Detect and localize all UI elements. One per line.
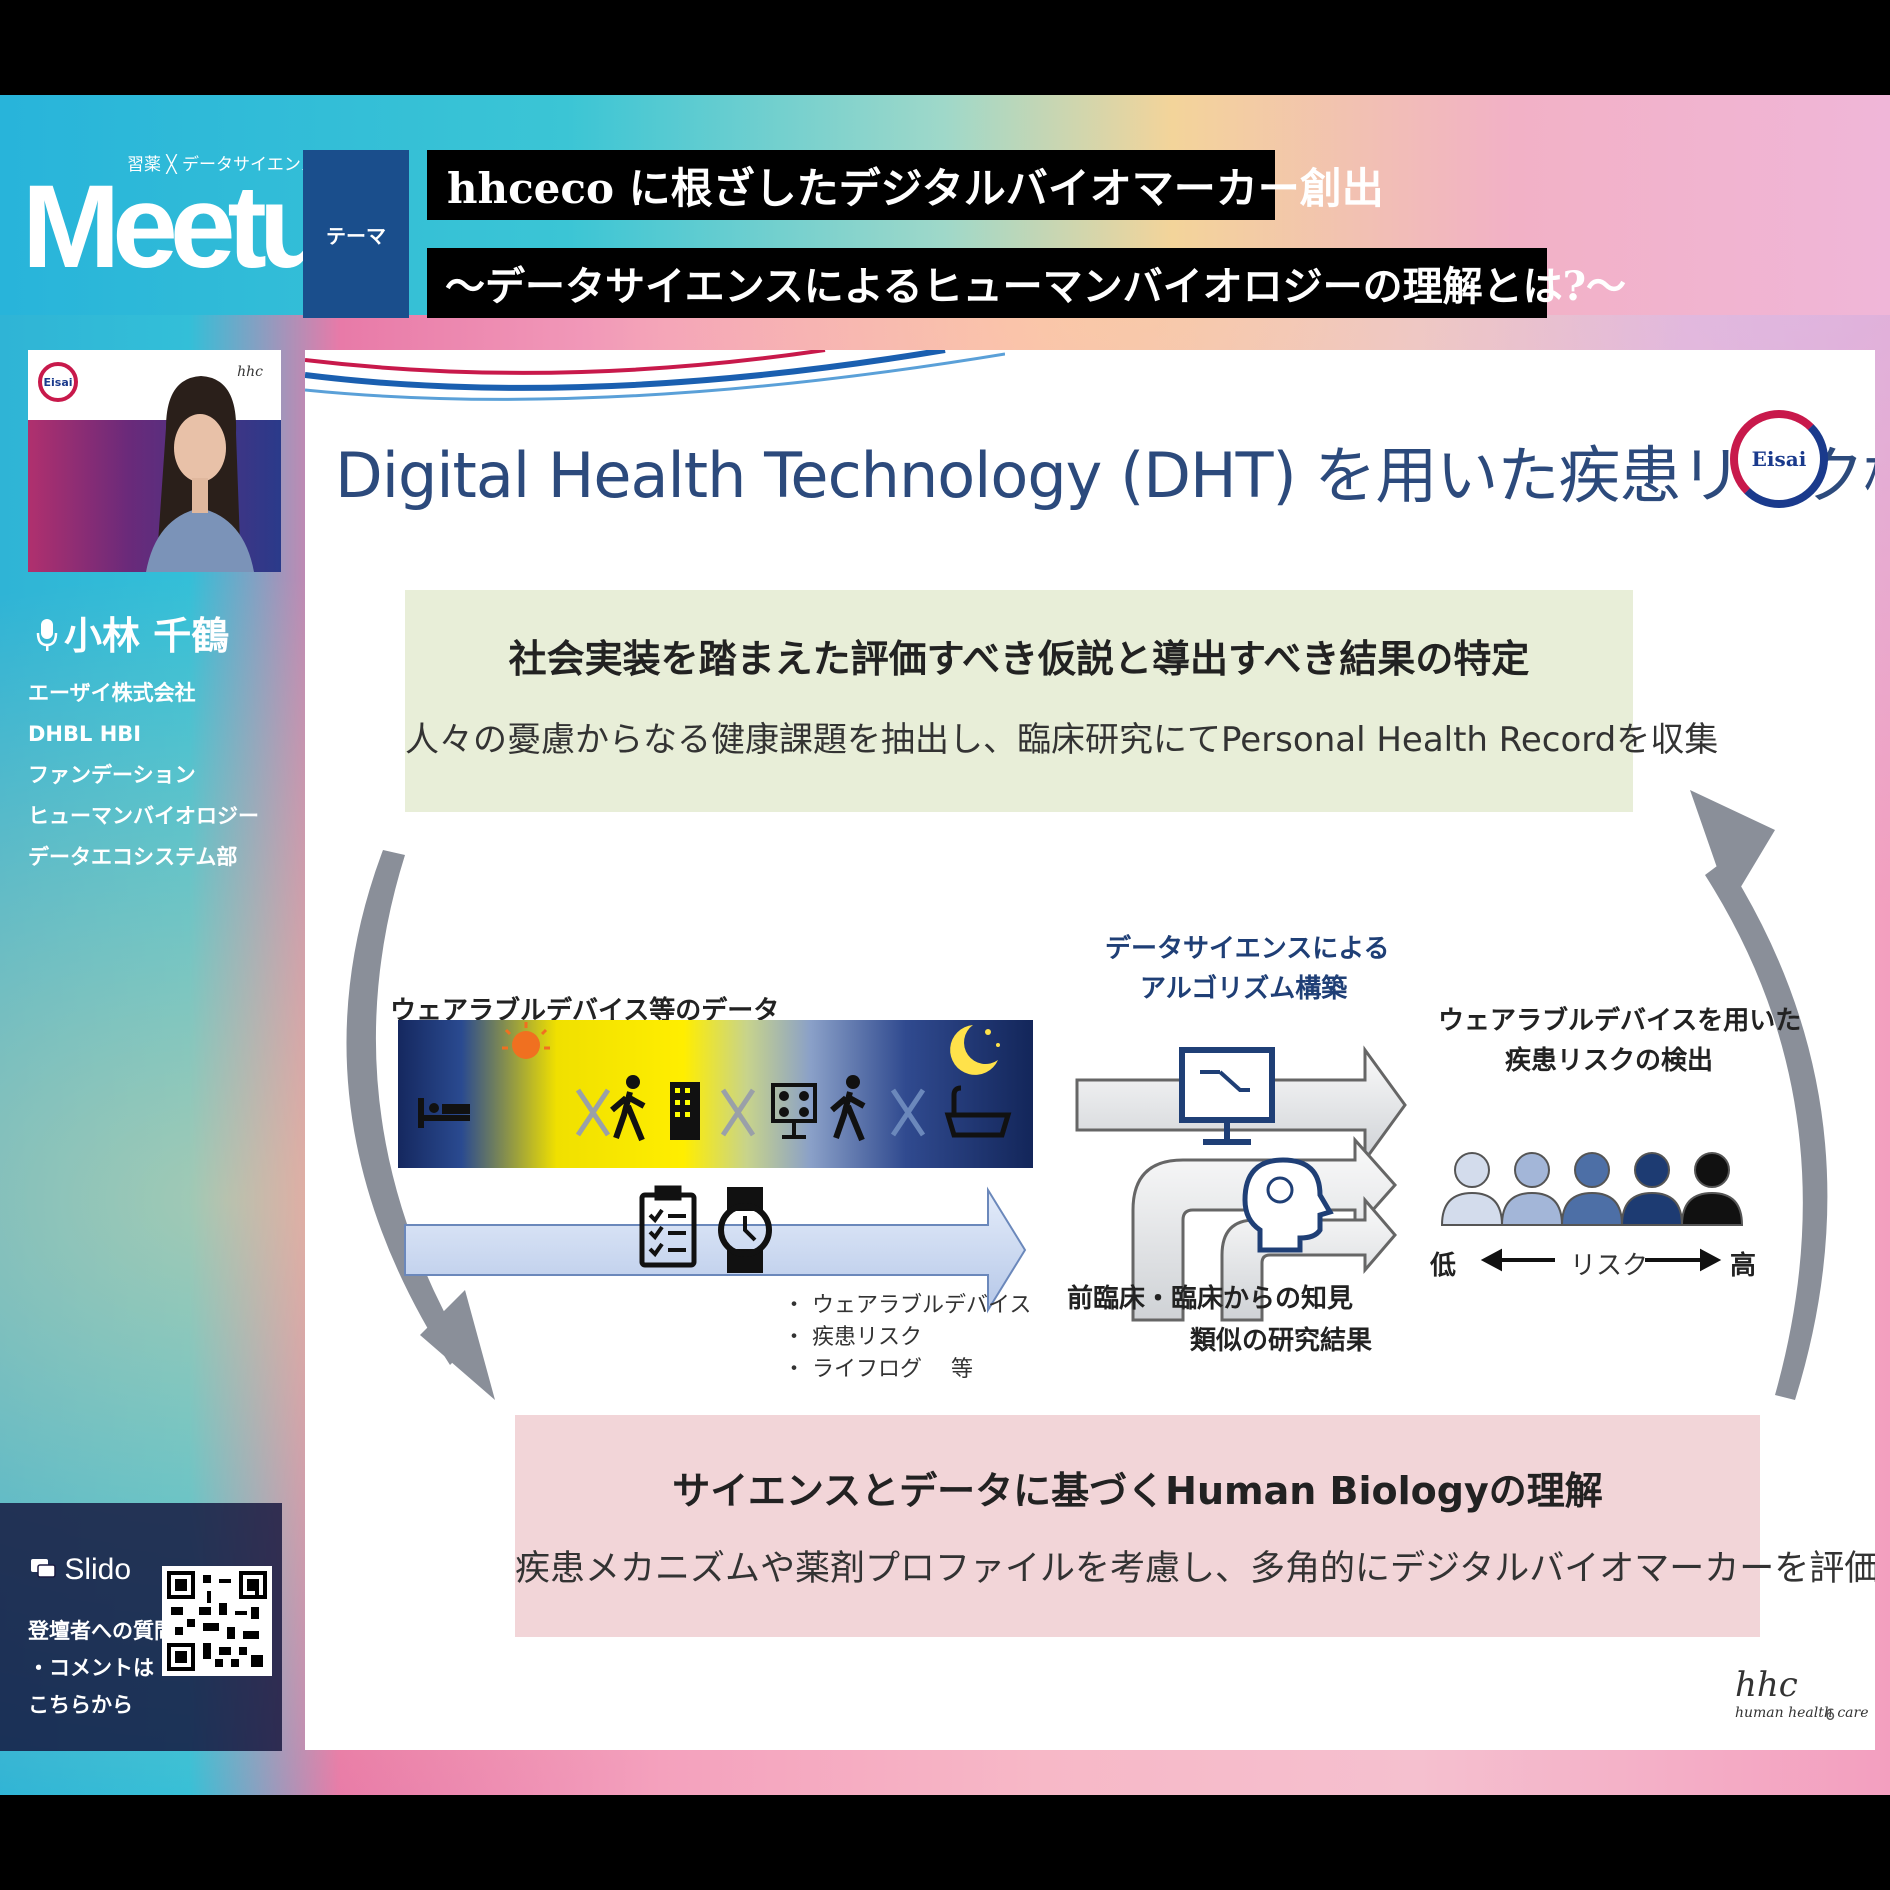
hhc-mark: hhc bbox=[1735, 1665, 1798, 1705]
human-biology-heading: サイエンスとデータに基づくHuman Biologyの理解 bbox=[672, 1469, 1603, 1513]
meetup-logo: 習薬 ╳ データサイエンス Meetup bbox=[22, 150, 395, 300]
data-flow-arrow bbox=[404, 1045, 1744, 1322]
light-blue-arrow bbox=[404, 1186, 1027, 1314]
presentation-slide: Digital Health Technology (DHT) を用いた疾患リス… bbox=[305, 350, 1875, 1750]
affiliation-line: ファンデーション bbox=[28, 763, 196, 787]
knowledge-label-2: 類似の研究結果 bbox=[1190, 1326, 1373, 1356]
video-frame: 習薬 ╳ データサイエンス Meetup テーマ hhceco に根ざしたデジタ… bbox=[0, 95, 1890, 1795]
speaker-name: 小林 千鶴 bbox=[36, 605, 229, 660]
person-icon-risk-4 bbox=[1620, 1152, 1684, 1226]
slide-title: Digital Health Technology (DHT) を用いた疾患リス… bbox=[335, 439, 1875, 512]
right-cycle-arrowhead bbox=[1690, 790, 1775, 905]
human-biology-box: サイエンスとデータに基づくHuman Biologyの理解 疾患メカニズムや薬剤… bbox=[515, 1415, 1875, 1637]
bathtub-icon bbox=[944, 1085, 1012, 1138]
hhc-logo: hhc human health care bbox=[1735, 1665, 1869, 1721]
cutlery-icon bbox=[720, 1088, 756, 1137]
logo-tagline: 習薬 ╳ データサイエンス bbox=[127, 155, 318, 175]
walking-person-icon bbox=[830, 1075, 866, 1142]
hypothesis-text: 人々の憂慮からなる健康課題を抽出し、臨床研究にてPersonal Health … bbox=[405, 720, 1719, 760]
bed-icon bbox=[418, 1098, 470, 1128]
left-cycle-arrow bbox=[346, 850, 465, 1365]
affiliation-line: ヒューマンバイオロジー bbox=[28, 804, 259, 828]
person-icon-risk-1 bbox=[1440, 1152, 1504, 1226]
slido-line: 登壇者への質問 bbox=[28, 1619, 175, 1643]
person-icon-risk-2 bbox=[1500, 1152, 1564, 1226]
camera-hhc-logo: hhc bbox=[237, 364, 263, 380]
person-icon-risk-3 bbox=[1560, 1152, 1624, 1226]
slido-instructions: 登壇者への質問 ・コメントは こちらから bbox=[28, 1613, 175, 1724]
page-number: 6 bbox=[1825, 1705, 1836, 1724]
risk-low-label: 低 bbox=[1430, 1251, 1457, 1281]
affiliation-line: エーザイ株式会社 bbox=[28, 681, 196, 705]
algorithm-label-1: データサイエンスによる bbox=[1105, 934, 1390, 964]
sunrise-icon bbox=[502, 1022, 550, 1059]
slido-line: ・コメントは bbox=[28, 1656, 154, 1680]
computer-monitor-icon bbox=[1179, 1047, 1275, 1145]
left-cycle-arrowhead bbox=[420, 1290, 495, 1400]
data-type-item: ・ 疾患リスク bbox=[783, 1325, 922, 1350]
cutlery-icon bbox=[890, 1088, 926, 1137]
speaker-person-image bbox=[146, 376, 254, 572]
speaker-camera: Eisai hhc bbox=[28, 350, 281, 572]
daily-timeline bbox=[398, 1020, 1033, 1168]
microphone-icon bbox=[36, 619, 58, 651]
camera-eisai-logo: Eisai bbox=[38, 362, 78, 402]
algorithm-label-2: アルゴリズム構築 bbox=[1140, 974, 1348, 1004]
detection-label-1: ウェアラブルデバイスを用いた bbox=[1438, 1006, 1802, 1036]
hypothesis-heading: 社会実装を踏まえた評価すべき仮説と導出すべき結果の特定 bbox=[508, 637, 1530, 681]
human-biology-text: 疾患メカニズムや薬剤プロファイルを考慮し、多角的にデジタルバイオマーカーを評価 bbox=[515, 1549, 1875, 1589]
right-cycle-arrow bbox=[1705, 860, 1828, 1400]
qr-code-image bbox=[167, 1571, 267, 1671]
hhc-tagline: human health care bbox=[1735, 1705, 1869, 1721]
person-icon-risk-5 bbox=[1680, 1152, 1744, 1226]
theme-title-line1: hhceco に根ざしたデジタルバイオマーカー創出 bbox=[427, 150, 1384, 220]
checklist-icon bbox=[639, 1185, 697, 1268]
slide-swoosh bbox=[305, 350, 1005, 401]
risk-high-label: 高 bbox=[1730, 1251, 1757, 1281]
moon-icon bbox=[950, 1025, 1000, 1075]
affiliation-line: データエコシステム部 bbox=[28, 845, 238, 869]
video-meeting-icon bbox=[771, 1083, 817, 1139]
hypothesis-box: 社会実装を踏まえた評価すべき仮説と導出すべき結果の特定 人々の憂慮からなる健康課… bbox=[405, 590, 1719, 812]
slido-panel[interactable]: Slido 登壇者への質問 ・コメントは こちらから bbox=[0, 1503, 282, 1751]
slido-label: Slido bbox=[64, 1553, 132, 1586]
walking-person-icon bbox=[610, 1075, 646, 1142]
risk-people-group bbox=[1440, 1152, 1744, 1226]
eisai-logo: Eisai bbox=[1730, 410, 1828, 508]
knowledge-label-1: 前臨床・臨床からの知見 bbox=[1067, 1284, 1354, 1314]
data-type-item: ・ ウェアラブルデバイス bbox=[783, 1293, 1032, 1318]
timeline-icons bbox=[418, 1022, 1012, 1142]
theme-label: テーマ bbox=[303, 150, 409, 318]
theme-title-line2: 〜データサイエンスによるヒューマンバイオロジーの理解とは?〜 bbox=[427, 248, 1626, 318]
office-building-icon bbox=[670, 1082, 700, 1140]
risk-label: リスク bbox=[1570, 1251, 1649, 1281]
affiliation-line: DHBL HBI bbox=[28, 722, 142, 746]
speaker-affiliation: エーザイ株式会社 DHBL HBI ファンデーション ヒューマンバイオロジー デ… bbox=[28, 673, 259, 878]
slido-line: こちらから bbox=[28, 1693, 133, 1717]
cutlery-icon bbox=[575, 1088, 611, 1137]
knowledge-arrow-1 bbox=[1131, 1136, 1398, 1322]
data-type-item: ・ ライフログ 等 bbox=[783, 1357, 973, 1382]
detection-label-2: 疾患リスクの検出 bbox=[1505, 1046, 1714, 1076]
risk-scale-arrows bbox=[1480, 1248, 1722, 1272]
speaker-name-text: 小林 千鶴 bbox=[64, 613, 230, 658]
chat-bubble-icon bbox=[31, 1559, 56, 1578]
cycle-arrows bbox=[346, 790, 1828, 1400]
qr-code[interactable] bbox=[162, 1566, 272, 1676]
data-types-list: ・ ウェアラブルデバイス ・ 疾患リスク ・ ライフログ 等 bbox=[783, 1290, 1031, 1386]
slido-name: Slido bbox=[30, 1553, 131, 1587]
smartwatch-icon bbox=[718, 1187, 772, 1273]
head-brain-icon bbox=[1242, 1157, 1334, 1253]
